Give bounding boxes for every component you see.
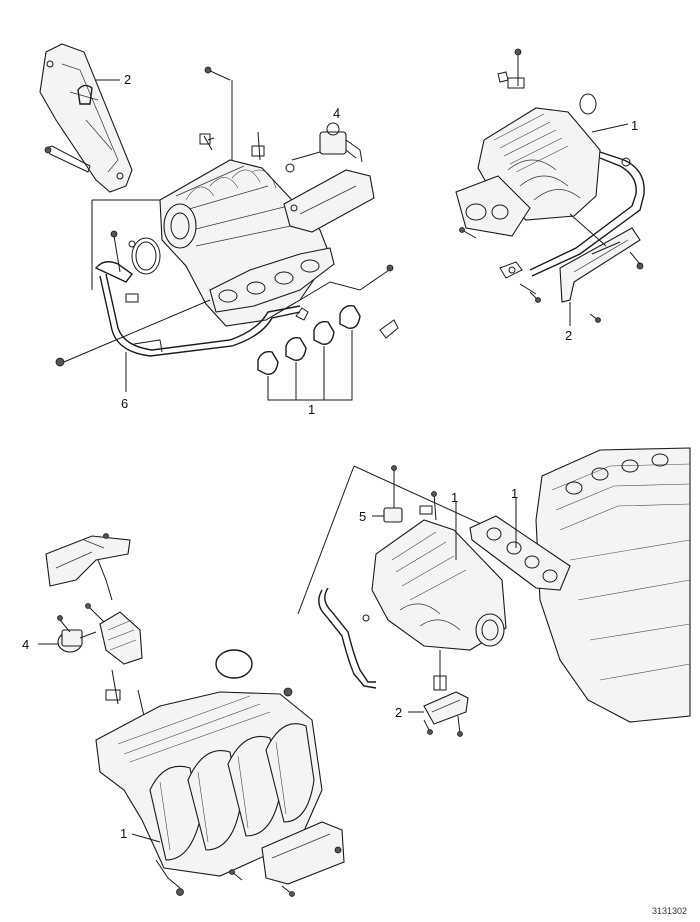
callout-4: 4: [333, 106, 340, 121]
callout-6: 6: [121, 396, 128, 411]
o-ring: [579, 93, 597, 115]
callout-1a: 1: [451, 490, 458, 505]
intake-manifold: [455, 107, 601, 237]
clip: [497, 71, 509, 83]
bolt: [57, 603, 105, 633]
intake-manifold: [159, 159, 335, 327]
callout-2: 2: [565, 328, 572, 343]
bolt: [419, 491, 437, 521]
mounting-bracket: [283, 169, 375, 233]
callout-1: 1: [308, 402, 315, 417]
solenoid-valve-part-5: [383, 465, 403, 523]
view-top-right: 1 2: [455, 48, 645, 343]
intake-manifold: [95, 691, 323, 877]
bolt: [110, 230, 136, 273]
callout-1b: 1: [511, 486, 518, 501]
stud: [299, 264, 394, 301]
port-gaskets-part-1: [257, 304, 361, 375]
breather-pipe-part-6: [99, 273, 301, 357]
view-top-left: 2: [39, 43, 399, 417]
view-bottom-left: 4: [22, 533, 345, 897]
nut: [155, 859, 184, 896]
stud: [105, 669, 293, 717]
mounting-bracket: [45, 533, 131, 601]
callout-1: 1: [631, 118, 638, 133]
heat-shield: [261, 821, 345, 885]
hose-connector: [94, 261, 133, 283]
stud: [199, 133, 215, 151]
callout-2: 2: [124, 72, 131, 87]
leader-line: [267, 330, 353, 401]
gasket-set-part-1: [469, 515, 571, 591]
solenoid-valve-part-4: [57, 629, 97, 653]
bolt: [251, 131, 265, 161]
leader-line: [131, 833, 161, 843]
figure-reference: 3131302: [652, 906, 687, 916]
intake-manifold: [371, 519, 507, 651]
breather-pipe: [318, 587, 377, 689]
leader-line: [91, 199, 160, 290]
throttle-cover: [99, 611, 143, 665]
callout-4: 4: [22, 637, 29, 652]
pcv-valve: [295, 307, 399, 339]
callout-2: 2: [395, 705, 402, 720]
bolt: [44, 145, 91, 173]
bolt: [629, 251, 644, 270]
stud: [507, 48, 525, 89]
bracket-part-2: [559, 227, 641, 323]
leader-line: [591, 123, 629, 133]
bolt: [459, 227, 477, 239]
solenoid-valve-part-4: [285, 122, 363, 173]
callout-5: 5: [359, 509, 366, 524]
o-ring: [215, 649, 253, 679]
leader-line: [569, 213, 621, 255]
callout-1: 1: [120, 826, 127, 841]
bracket-part-2: [423, 691, 469, 737]
nut: [55, 299, 211, 367]
stud: [362, 614, 447, 691]
breather-pipe: [529, 151, 645, 277]
clip: [125, 293, 139, 303]
throttle-gasket: [131, 237, 161, 275]
sensor: [499, 261, 541, 303]
view-bottom-right: 1 1 5: [297, 447, 691, 737]
bracket-part-2: [39, 43, 133, 193]
bolt: [229, 869, 295, 897]
